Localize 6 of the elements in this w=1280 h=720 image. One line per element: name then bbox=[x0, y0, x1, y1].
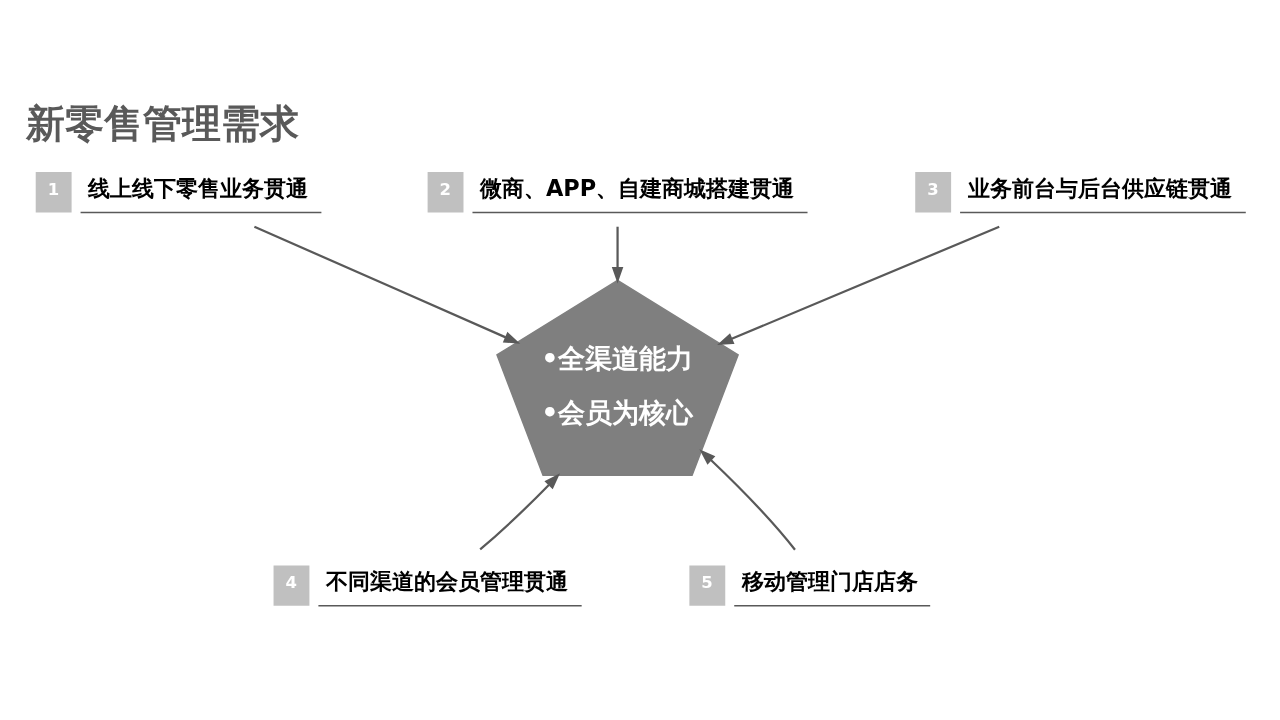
arrow bbox=[717, 225, 1000, 345]
arrow bbox=[253, 225, 521, 344]
arrow bbox=[611, 226, 624, 283]
arrow bbox=[479, 472, 561, 550]
diagram-title: 新零售管理需求 bbox=[25, 100, 299, 146]
arrow bbox=[699, 448, 796, 550]
